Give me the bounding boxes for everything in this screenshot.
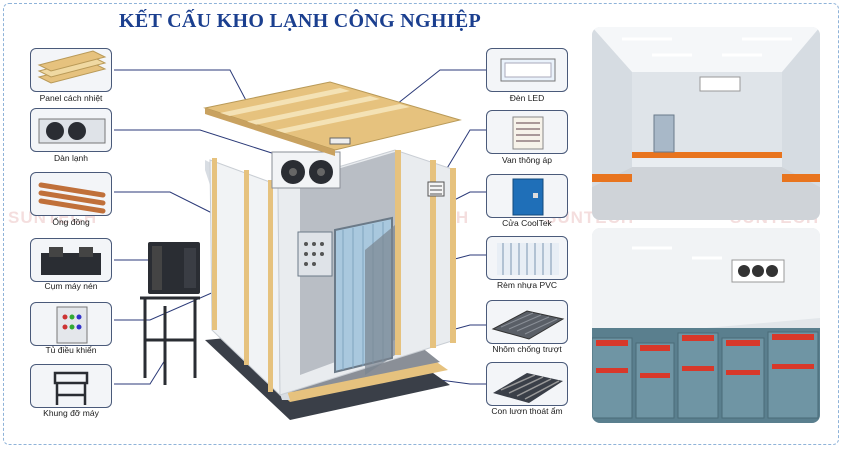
component-label: Tủ điều khiển xyxy=(45,345,97,355)
pvc-curtain-icon xyxy=(497,243,559,275)
component-label: Rèm nhựa PVC xyxy=(496,280,558,290)
leader-line xyxy=(114,69,251,109)
evaporator-box xyxy=(30,108,112,152)
machine-frame-icon xyxy=(53,371,89,405)
copper-pipe-icon xyxy=(38,182,106,214)
component-label: Dàn lạnh xyxy=(53,153,89,163)
moisture-drain-icon xyxy=(493,373,563,403)
diagram-title: KẾT CẤU KHO LẠNH CÔNG NGHIỆP xyxy=(119,10,481,32)
panel-box xyxy=(30,48,112,92)
leader-line xyxy=(114,359,166,385)
cooltek-door-icon xyxy=(512,178,544,216)
component-label: Khung đỡ máy xyxy=(43,408,99,418)
frame-box xyxy=(30,364,112,408)
led-light xyxy=(329,137,351,145)
component-label: Panel cách nhiệt xyxy=(39,93,103,103)
evaporator-icon xyxy=(38,118,106,144)
machine-frame xyxy=(140,296,200,385)
compressor-box xyxy=(30,238,112,282)
leader-line xyxy=(114,191,231,223)
insulation-panel-icon xyxy=(37,50,107,84)
component-label: Ống đồng xyxy=(52,217,90,227)
door-box xyxy=(486,174,568,218)
diagram-frame xyxy=(3,3,839,445)
cold-storage-produce-photo xyxy=(592,228,820,423)
led-box xyxy=(486,48,568,92)
control-cabinet-box xyxy=(30,302,112,346)
component-label: Cửa CoolTek xyxy=(502,218,552,228)
control-cabinet-icon xyxy=(56,306,88,344)
component-label: Van thông áp xyxy=(502,155,552,165)
pressure-vent-icon xyxy=(512,116,544,150)
component-label: Đèn LED xyxy=(509,93,545,103)
leader-line xyxy=(439,129,486,181)
anti-slip-aluminum-icon xyxy=(491,310,565,340)
component-label: Cụm máy nén xyxy=(44,281,98,291)
copper-box xyxy=(30,172,112,216)
leader-line xyxy=(114,129,279,156)
curtain-box xyxy=(486,236,568,280)
compressor-unit-icon xyxy=(41,247,101,275)
antislip-box xyxy=(486,300,568,344)
component-label: Nhôm chống trượt xyxy=(492,344,562,354)
component-label: Con lươn thoát ẩm xyxy=(491,406,563,416)
vent-box xyxy=(486,110,568,154)
drain-box xyxy=(486,362,568,406)
cold-room-interior-photo xyxy=(592,27,820,220)
led-light-icon xyxy=(500,58,556,82)
